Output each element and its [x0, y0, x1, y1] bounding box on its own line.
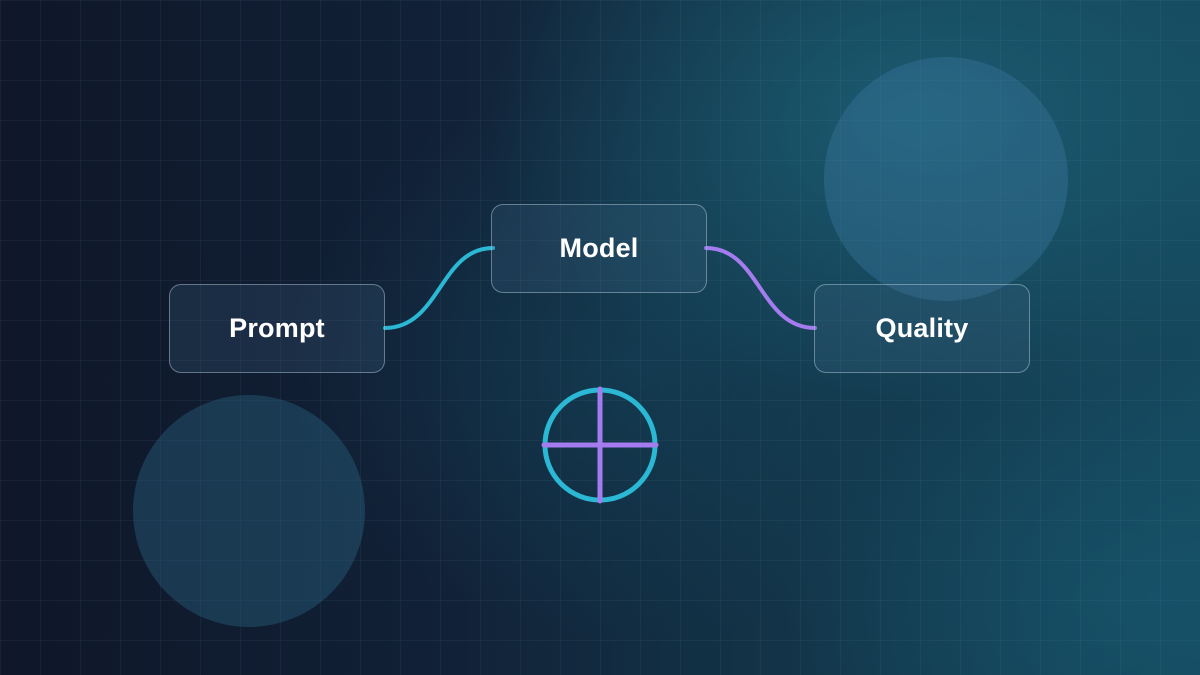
- decorative-circle-top-right: [824, 57, 1068, 301]
- node-quality-label: Quality: [875, 313, 969, 343]
- connector-prompt-to-model: [383, 246, 495, 330]
- node-quality[interactable]: Quality: [814, 284, 1030, 373]
- node-model[interactable]: Model: [491, 204, 707, 293]
- node-prompt[interactable]: Prompt: [169, 284, 385, 373]
- connector-model-to-quality: [704, 246, 817, 330]
- circle-cross-icon: [541, 386, 659, 504]
- decorative-circle-bottom-left: [133, 395, 365, 627]
- node-model-label: Model: [559, 233, 639, 263]
- node-prompt-label: Prompt: [229, 313, 325, 343]
